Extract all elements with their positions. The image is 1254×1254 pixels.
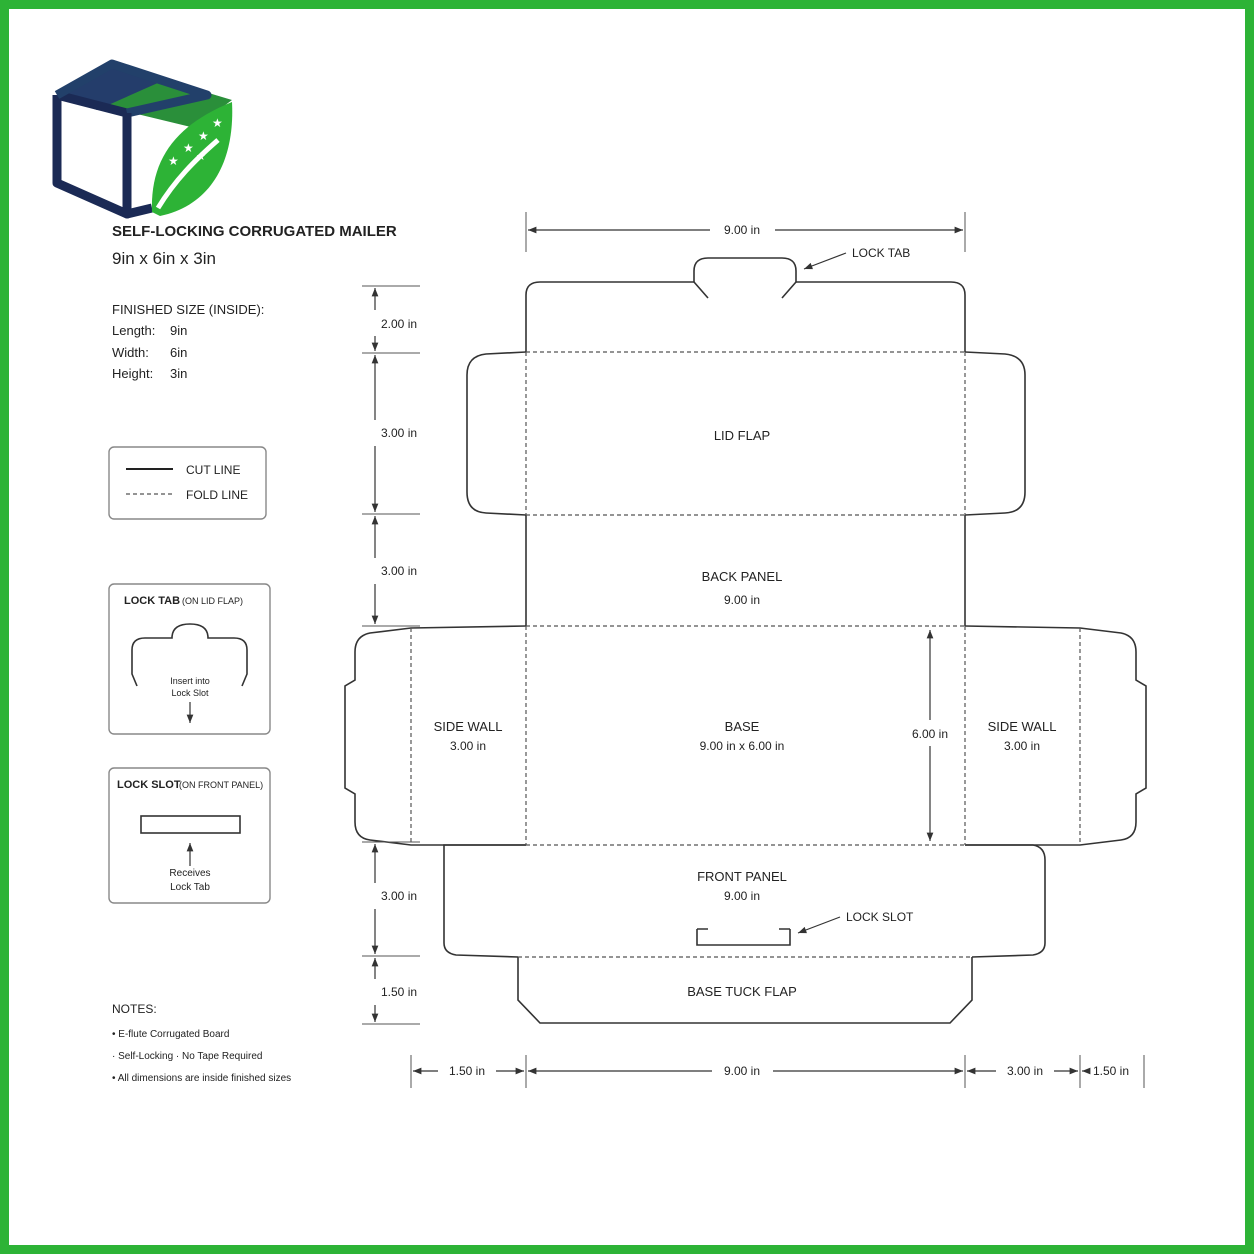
side-wall-right-label: SIDE WALL xyxy=(988,719,1057,734)
finished-width-label: Width: xyxy=(112,345,149,360)
finished-height-value: 3in xyxy=(170,366,187,381)
dim-base-height-value: 6.00 in xyxy=(912,727,948,741)
legend-cut-label: CUT LINE xyxy=(186,463,240,477)
lock-slot-shape-icon xyxy=(140,815,241,834)
base-dim: 9.00 in x 6.00 in xyxy=(700,739,785,753)
svg-text:★: ★ xyxy=(198,129,209,143)
note-item: • All dimensions are inside finished siz… xyxy=(112,1073,291,1084)
svg-text:★: ★ xyxy=(183,141,194,155)
lock-slot-detail-note: (ON FRONT PANEL) xyxy=(179,780,263,790)
lock-tab-detail-note: (ON LID FLAP) xyxy=(182,596,243,606)
lock-tab-caption-line2: Lock Slot xyxy=(171,688,209,698)
dim-top: 9.00 in xyxy=(525,212,966,252)
lock-slot-detail: LOCK SLOT (ON FRONT PANEL) Receives Lock… xyxy=(108,767,271,904)
lock-slot-caption-line1: Receives xyxy=(169,868,210,879)
base-label: BASE xyxy=(725,719,760,734)
dim-left-stack: 2.00 in 3.00 in 3.00 in 3.00 in 1.50 in xyxy=(362,285,420,1025)
line-legend: CUT LINE FOLD LINE xyxy=(108,446,267,520)
dim-bottom-right-wall: 3.00 in xyxy=(1007,1064,1043,1078)
svg-text:★: ★ xyxy=(212,116,223,130)
finished-size-heading: FINISHED SIZE (INSIDE): xyxy=(112,302,264,317)
side-wall-right-dim: 3.00 in xyxy=(1004,739,1040,753)
side-wall-left-label: SIDE WALL xyxy=(434,719,503,734)
lock-slot-callout: LOCK SLOT xyxy=(846,910,914,924)
dieline-cut-lines xyxy=(344,257,1147,1024)
page-subtitle: 9in x 6in x 3in xyxy=(112,249,216,268)
dim-base-height: 6.00 in xyxy=(912,630,948,841)
dim-left-tab: 2.00 in xyxy=(381,317,417,331)
back-panel-dim: 9.00 in xyxy=(724,593,760,607)
page-title: SELF-LOCKING CORRUGATED MAILER xyxy=(112,223,397,240)
dim-left-tuck: 1.50 in xyxy=(381,985,417,999)
lock-tab-callout-arrow xyxy=(803,252,847,270)
base-tuck-flap-label: BASE TUCK FLAP xyxy=(687,984,797,999)
dim-left-front: 3.00 in xyxy=(381,889,417,903)
lock-slot-cutout xyxy=(696,928,791,946)
dim-top-width: 9.00 in xyxy=(724,223,760,237)
dim-bottom-left: 1.50 in xyxy=(449,1064,485,1078)
cube-leaf-logo-icon: ★ ★ ★ ★ ★ xyxy=(52,59,233,219)
lock-tab-detail: LOCK TAB (ON LID FLAP) Insert into Lock … xyxy=(108,583,271,735)
finished-length-value: 9in xyxy=(170,323,187,338)
svg-text:★: ★ xyxy=(168,154,179,168)
front-panel-dim: 9.00 in xyxy=(724,889,760,903)
dim-left-lid: 3.00 in xyxy=(381,426,417,440)
finished-height-label: Height: xyxy=(112,366,153,381)
finished-length-label: Length: xyxy=(112,323,155,338)
lock-slot-caption-line2: Lock Tab xyxy=(170,882,210,893)
back-panel-label: BACK PANEL xyxy=(702,569,783,584)
dim-bottom-center: 9.00 in xyxy=(724,1064,760,1078)
dim-bottom: 1.50 in 9.00 in 3.00 in 1.50 in xyxy=(410,1055,1145,1088)
notes-heading: NOTES: xyxy=(112,1002,157,1016)
lock-slot-callout-arrow xyxy=(797,916,841,934)
lock-tab-detail-title: LOCK TAB xyxy=(124,595,180,607)
svg-text:★: ★ xyxy=(196,151,206,163)
front-panel-label: FRONT PANEL xyxy=(697,869,787,884)
lock-slot-detail-title: LOCK SLOT xyxy=(117,779,181,791)
dim-bottom-right-flap: 1.50 in xyxy=(1093,1064,1129,1078)
note-item: · Self-Locking · No Tape Required xyxy=(112,1051,262,1062)
lock-tab-caption-line1: Insert into xyxy=(170,676,210,686)
dieline-fold-lines xyxy=(410,351,1081,958)
side-wall-left-dim: 3.00 in xyxy=(450,739,486,753)
lock-tab-shape-icon xyxy=(131,623,248,687)
lock-tab-callout: LOCK TAB xyxy=(852,246,910,260)
lid-flap-label: LID FLAP xyxy=(714,428,770,443)
finished-width-value: 6in xyxy=(170,345,187,360)
dim-left-back: 3.00 in xyxy=(381,564,417,578)
note-item: • E-flute Corrugated Board xyxy=(112,1029,229,1040)
legend-fold-label: FOLD LINE xyxy=(186,488,248,502)
